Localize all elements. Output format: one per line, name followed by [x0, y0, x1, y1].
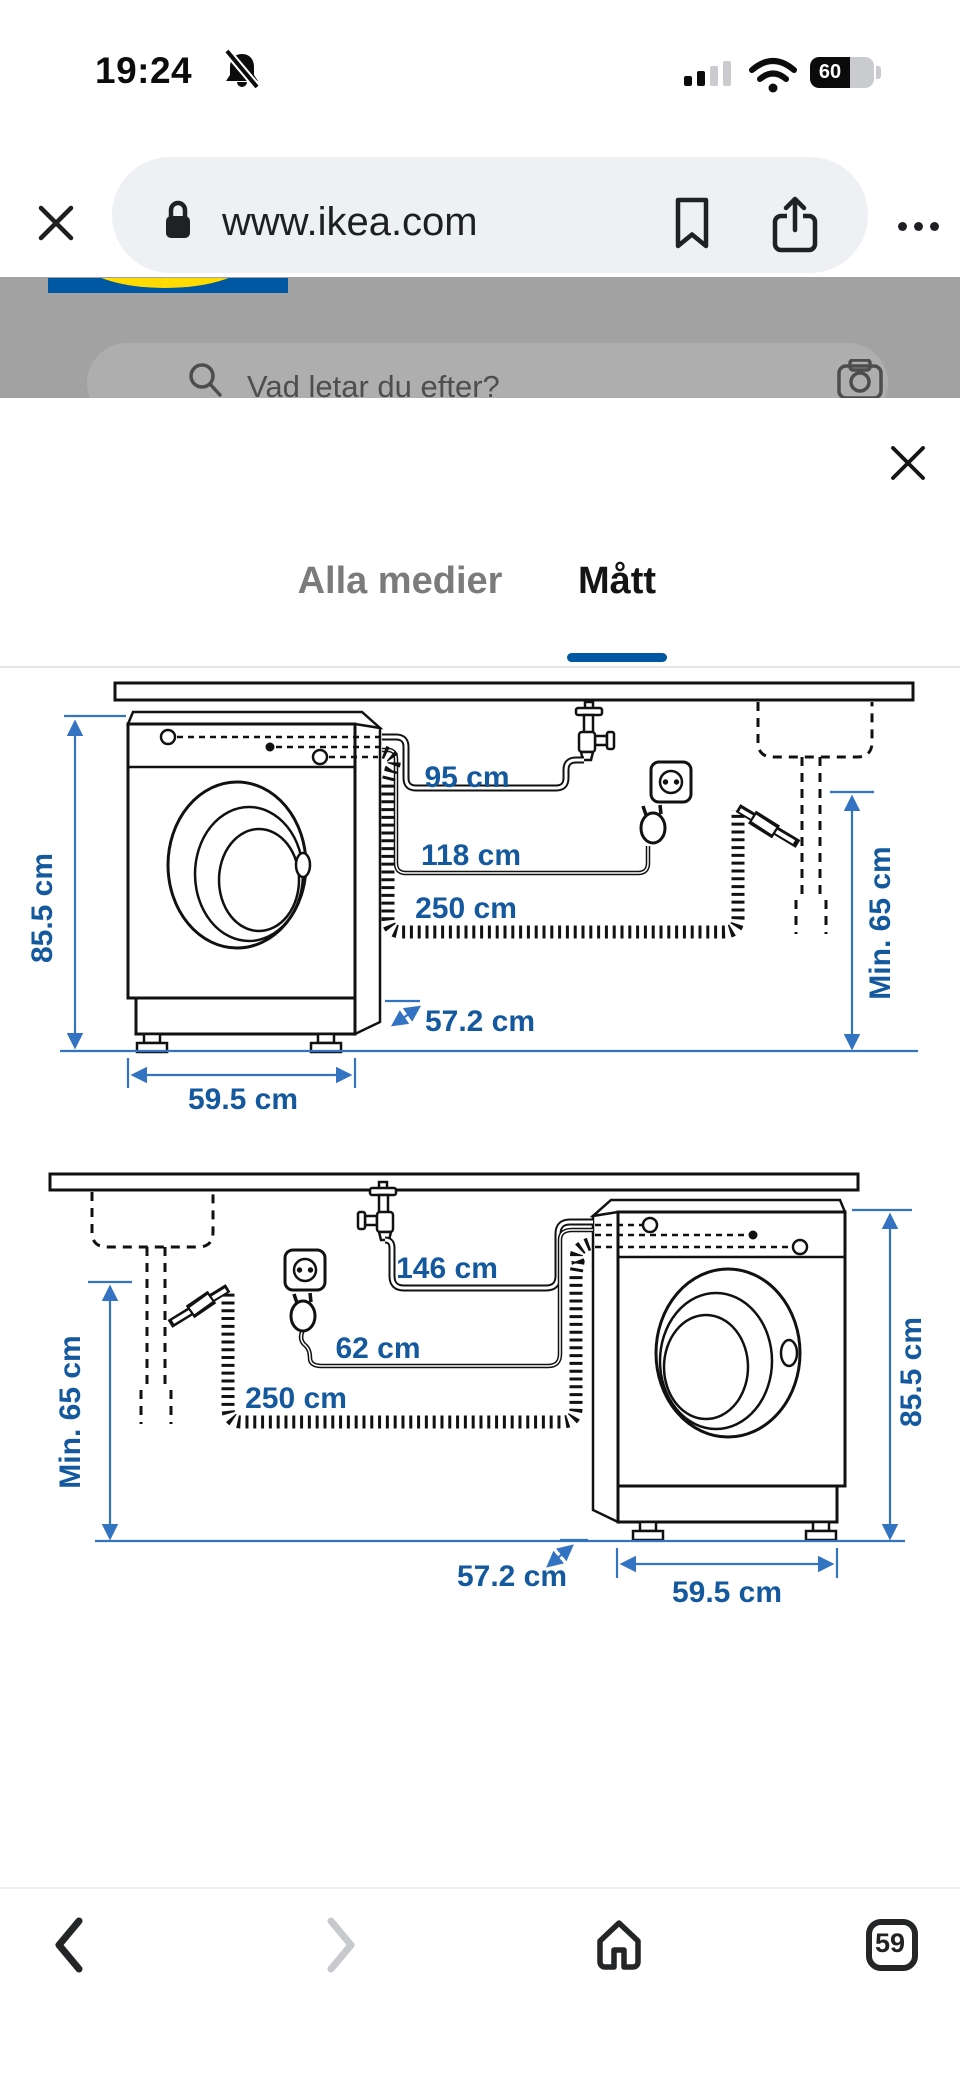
- power-outlet: [649, 760, 693, 804]
- battery-cap: [876, 66, 881, 79]
- media-sheet: Alla medier Mått: [0, 398, 960, 1887]
- dim-min-clearance: Min. 65 cm: [864, 846, 897, 999]
- drain-hose-coil: [167, 1237, 592, 1429]
- tabs-divider: [0, 666, 960, 668]
- power-outlet: [283, 1248, 327, 1292]
- browser-toolbar: 59: [0, 1887, 960, 2081]
- tab-alla-medier[interactable]: Alla medier: [297, 560, 503, 602]
- ikea-logo: [48, 278, 288, 293]
- more-menu-icon[interactable]: [898, 218, 939, 236]
- share-icon[interactable]: [770, 194, 820, 256]
- dim-supply-hose: 146 cm: [396, 1252, 498, 1285]
- close-sheet-icon[interactable]: [889, 444, 927, 482]
- bookmark-icon[interactable]: [672, 196, 712, 250]
- countertop: [48, 1172, 860, 1192]
- power-plug-and-cord: [382, 747, 667, 876]
- dimension-diagram-2: Min. 65 cm 146 cm 62 cm 250 cm 85.5 cm 5…: [48, 1172, 928, 1609]
- clock: 19:24: [95, 50, 193, 91]
- sink-and-drain: [756, 702, 874, 934]
- search-icon: [189, 363, 222, 397]
- lock-icon: [166, 200, 190, 238]
- supply-hose: [384, 1218, 593, 1292]
- home-icon[interactable]: [595, 1919, 643, 1971]
- tab-switcher-icon[interactable]: 59: [858, 1911, 922, 1975]
- battery-icon: 60: [810, 57, 874, 88]
- power-plug-and-cord: [289, 1227, 593, 1369]
- mute-bell-icon: [222, 47, 262, 91]
- washing-machine: [589, 1198, 847, 1542]
- sink-and-drain: [90, 1192, 215, 1424]
- dim-drain-hose: 250 cm: [245, 1382, 347, 1415]
- dim-drain-hose: 250 cm: [415, 892, 517, 925]
- washing-machine: [126, 710, 384, 1054]
- camera-search-icon[interactable]: [837, 359, 883, 403]
- supply-hose: [382, 733, 584, 792]
- dim-width: 59.5 cm: [672, 1576, 782, 1609]
- url-text[interactable]: www.ikea.com: [222, 200, 478, 244]
- dimension-lines: [88, 1208, 912, 1578]
- dim-power-cord: 118 cm: [421, 839, 521, 872]
- dimension-lines: [60, 714, 918, 1088]
- dim-width: 59.5 cm: [188, 1083, 298, 1116]
- modal-scrim[interactable]: Vad letar du efter?: [0, 277, 960, 423]
- water-tap: [574, 700, 616, 762]
- dimension-diagram-1: 85.5 cm 95 cm 118 cm 250 cm Min. 65 cm 5…: [26, 681, 918, 1116]
- tab-count: 59: [874, 1928, 906, 1958]
- battery-level: 60: [810, 57, 850, 88]
- tab-matt[interactable]: Mått: [577, 560, 657, 602]
- dim-height: 85.5 cm: [895, 1317, 928, 1427]
- dim-supply-hose: 95 cm: [424, 761, 509, 794]
- forward-icon[interactable]: [325, 1917, 357, 1973]
- close-tab-icon[interactable]: [36, 203, 76, 243]
- dim-depth: 57.2 cm: [457, 1560, 567, 1593]
- dim-height: 85.5 cm: [26, 853, 59, 963]
- active-tab-underline: [567, 653, 667, 662]
- dim-min-clearance: Min. 65 cm: [54, 1335, 87, 1488]
- countertop: [113, 681, 915, 702]
- url-bar[interactable]: [112, 157, 868, 273]
- dim-power-cord: 62 cm: [335, 1332, 420, 1365]
- wifi-icon: [749, 58, 797, 93]
- drain-hose-coil: [381, 745, 801, 939]
- dim-depth: 57.2 cm: [425, 1005, 535, 1038]
- back-icon[interactable]: [53, 1917, 85, 1973]
